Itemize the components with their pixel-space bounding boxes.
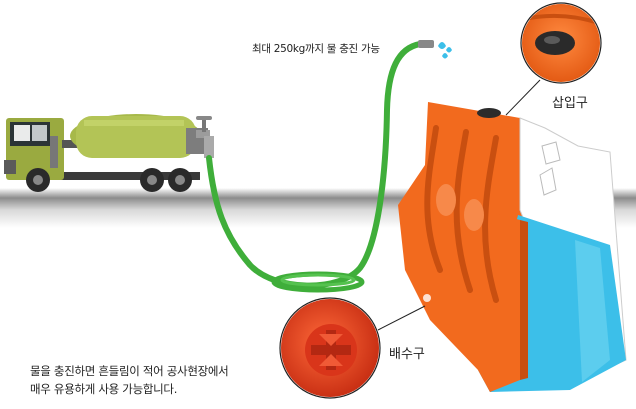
water-truck xyxy=(4,114,208,192)
description-line-2: 매우 유용하게 사용 가능합니다. xyxy=(30,382,178,396)
water-drop-icon xyxy=(438,42,452,59)
faucet-icon xyxy=(196,116,214,158)
water-hose xyxy=(206,41,423,289)
drain-label: 배수구 xyxy=(389,347,425,362)
water-barrier xyxy=(398,102,627,392)
fill-capacity-caption: 최대 250kg까지 물 충진 가능 xyxy=(252,43,380,55)
description-line-1: 물을 충진하면 흔들림이 적어 공사현장에서 xyxy=(30,364,229,378)
inlet-zoom-view xyxy=(520,2,602,84)
inlet-label: 삽입구 xyxy=(552,96,588,111)
drain-zoom-view xyxy=(279,297,381,399)
